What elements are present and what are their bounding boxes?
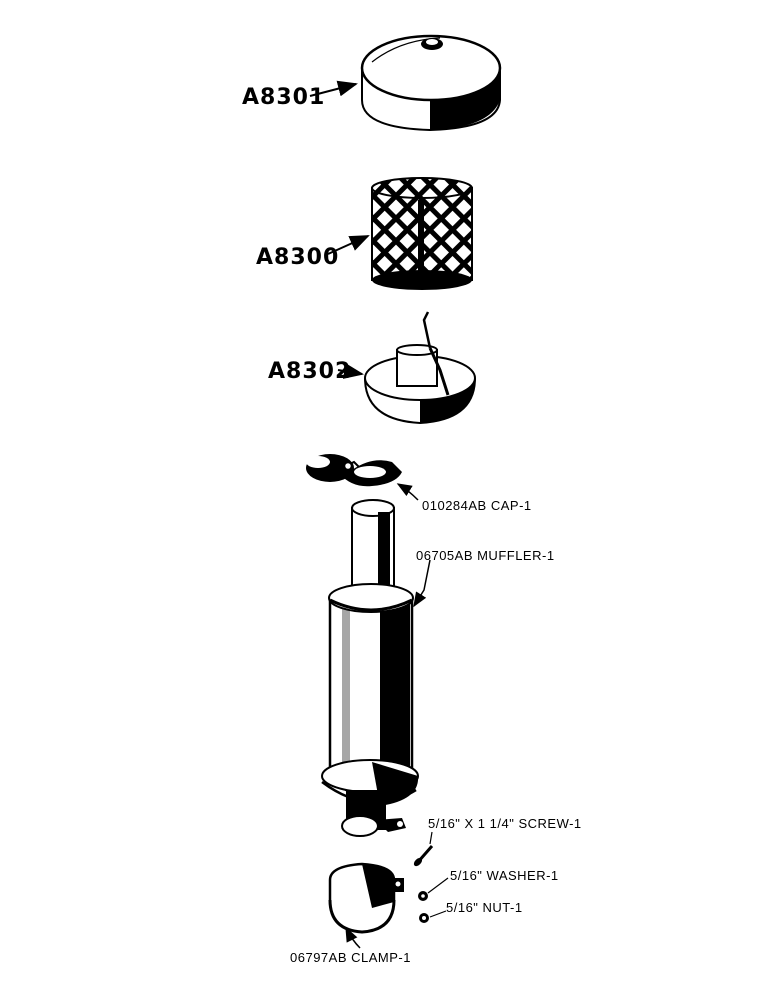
- label-a8300: A8300: [256, 245, 339, 270]
- label-clamp: 06797AB CLAMP-1: [290, 950, 411, 965]
- washer: [418, 891, 428, 901]
- label-nut: 5/16" NUT-1: [446, 900, 523, 915]
- clamp: [328, 862, 404, 934]
- nut: [419, 913, 429, 923]
- label-a8302: A8302: [268, 359, 351, 384]
- leader-a8300: [327, 235, 370, 255]
- label-washer: 5/16" WASHER-1: [450, 868, 559, 883]
- rain-cap: [306, 454, 402, 487]
- screw: [413, 845, 434, 867]
- leader-muffler: [413, 559, 431, 608]
- label-screw: 5/16" X 1 1/4" SCREW-1: [428, 816, 582, 831]
- leader-screw: [429, 831, 433, 845]
- leader-washer: [427, 877, 449, 894]
- leader-clamp: [345, 926, 361, 949]
- label-muffler: 06705AB MUFFLER-1: [416, 548, 555, 563]
- muffler: [321, 499, 419, 837]
- label-a8301: A8301: [242, 85, 325, 110]
- leader-a8302: [337, 363, 364, 379]
- leader-nut: [429, 910, 447, 918]
- leader-a8301: [309, 80, 358, 97]
- air-cleaner-base: [364, 311, 476, 425]
- air-cleaner-cap: [360, 34, 502, 132]
- leader-rain-cap: [396, 483, 419, 501]
- label-rain-cap: 010284AB CAP-1: [422, 498, 532, 513]
- air-cleaner-screen: [371, 177, 473, 290]
